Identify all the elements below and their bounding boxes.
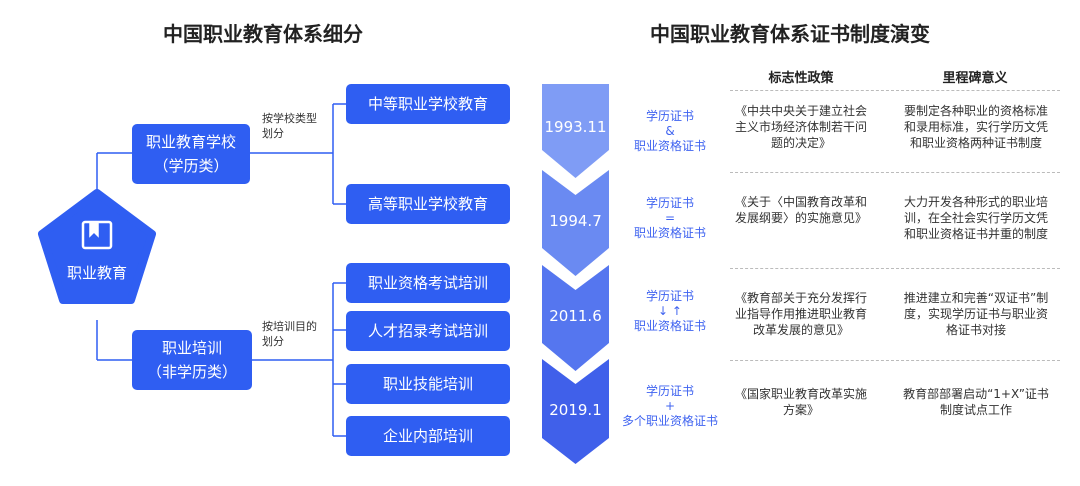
row-divider-1 bbox=[730, 172, 1060, 173]
branch-vocational-school-line2: （学历类） bbox=[153, 157, 229, 175]
child-corporate-training: 企业内部培训 bbox=[346, 416, 510, 456]
branch-vocational-training-line1: 职业培训 bbox=[161, 339, 222, 357]
col-header-meaning: 里程碑意义 bbox=[942, 71, 1008, 86]
row-divider-3 bbox=[730, 360, 1060, 361]
cert-2011: 学历证书 ↓ ↑ 职业资格证书 bbox=[620, 289, 720, 334]
cert-1994-bottom: 职业资格证书 bbox=[633, 226, 706, 240]
header-divider bbox=[730, 90, 1060, 91]
cert-2019-bottom: 多个职业资格证书 bbox=[621, 414, 718, 428]
col-header-policy: 标志性政策 bbox=[768, 71, 834, 86]
year-1993: 1993.11 bbox=[544, 118, 607, 136]
root-label: 职业教育 bbox=[66, 264, 127, 282]
branch-vocational-school-line1: 职业教育学校 bbox=[145, 133, 236, 151]
cert-2019: 学历证书 + 多个职业资格证书 bbox=[612, 384, 728, 429]
cert-1994: 学历证书 = 职业资格证书 bbox=[620, 196, 720, 241]
year-2019: 2019.1 bbox=[549, 401, 602, 419]
branch-vocational-training: 职业培训 （非学历类） bbox=[132, 330, 252, 390]
policy-1993: 《中共中央关于建立社会主义市场经济体制若干问题的决定》 bbox=[734, 104, 867, 150]
branch-1-note-line2: 划分 bbox=[262, 127, 284, 140]
cert-2011-top: 学历证书 bbox=[645, 289, 694, 303]
child-recruitment-exam: 人才招录考试培训 bbox=[346, 311, 510, 351]
cert-1993-top: 学历证书 bbox=[645, 109, 694, 123]
branch-2-note-line2: 划分 bbox=[262, 335, 284, 348]
branch-1-note: 按学校类型 划分 bbox=[262, 111, 317, 141]
meaning-1994: 大力开发各种形式的职业培训，在全社会实行学历文凭和职业资格证书并重的制度 bbox=[903, 195, 1048, 241]
book-icon bbox=[81, 220, 113, 250]
policy-2019: 《国家职业教育改革实施方案》 bbox=[734, 387, 867, 417]
chevron-1994 bbox=[542, 170, 609, 276]
child-qualification-exam: 职业资格考试培训 bbox=[346, 263, 510, 303]
cert-2019-sym: + bbox=[664, 399, 676, 413]
branch-2-note-line1: 按培训目的 bbox=[262, 320, 317, 333]
branch-vocational-training-line2: （非学历类） bbox=[146, 363, 237, 381]
cert-1993: 学历证书 & 职业资格证书 bbox=[620, 109, 720, 154]
child-higher-school: 高等职业学校教育 bbox=[346, 184, 510, 224]
cert-2019-top: 学历证书 bbox=[645, 384, 694, 398]
branch-2-note: 按培训目的 划分 bbox=[262, 319, 317, 349]
meaning-1993: 要制定各种职业的资格标准和录用标准，实行学历文凭和职业资格两种证书制度 bbox=[903, 104, 1048, 150]
meaning-2011: 推进建立和完善“双证书”制度，实现学历证书与职业资格证书对接 bbox=[903, 291, 1049, 337]
child-skills-training: 职业技能培训 bbox=[346, 364, 510, 404]
cert-2011-bottom: 职业资格证书 bbox=[633, 319, 706, 333]
cert-2011-sym: ↓ ↑ bbox=[658, 304, 682, 318]
cert-1993-sym: & bbox=[665, 124, 675, 138]
child-secondary-school: 中等职业学校教育 bbox=[346, 84, 510, 124]
year-2011: 2011.6 bbox=[549, 307, 602, 325]
cert-1993-bottom: 职业资格证书 bbox=[633, 139, 706, 153]
left-title: 中国职业教育体系细分 bbox=[163, 22, 363, 46]
root-pentagon bbox=[38, 189, 156, 304]
chevron-2011 bbox=[542, 265, 609, 371]
meaning-2019: 教育部部署启动“1+X”证书制度试点工作 bbox=[903, 387, 1049, 417]
right-title: 中国职业教育体系证书制度演变 bbox=[650, 22, 930, 46]
policy-2011: 《教育部关于充分发挥行业指导作用推进职业教育改革发展的意见》 bbox=[734, 291, 867, 337]
cert-1994-top: 学历证书 bbox=[645, 196, 694, 210]
branch-1-note-line1: 按学校类型 bbox=[262, 112, 317, 125]
row-divider-2 bbox=[730, 268, 1060, 269]
year-1994: 1994.7 bbox=[549, 212, 602, 230]
chevron-1993 bbox=[542, 84, 609, 178]
chevron-2019 bbox=[542, 359, 609, 464]
cert-1994-sym: = bbox=[664, 211, 676, 225]
branch-vocational-school: 职业教育学校 （学历类） bbox=[132, 124, 250, 184]
policy-1994: 《关于〈中国教育改革和发展纲要〉的实施意见》 bbox=[734, 195, 867, 225]
